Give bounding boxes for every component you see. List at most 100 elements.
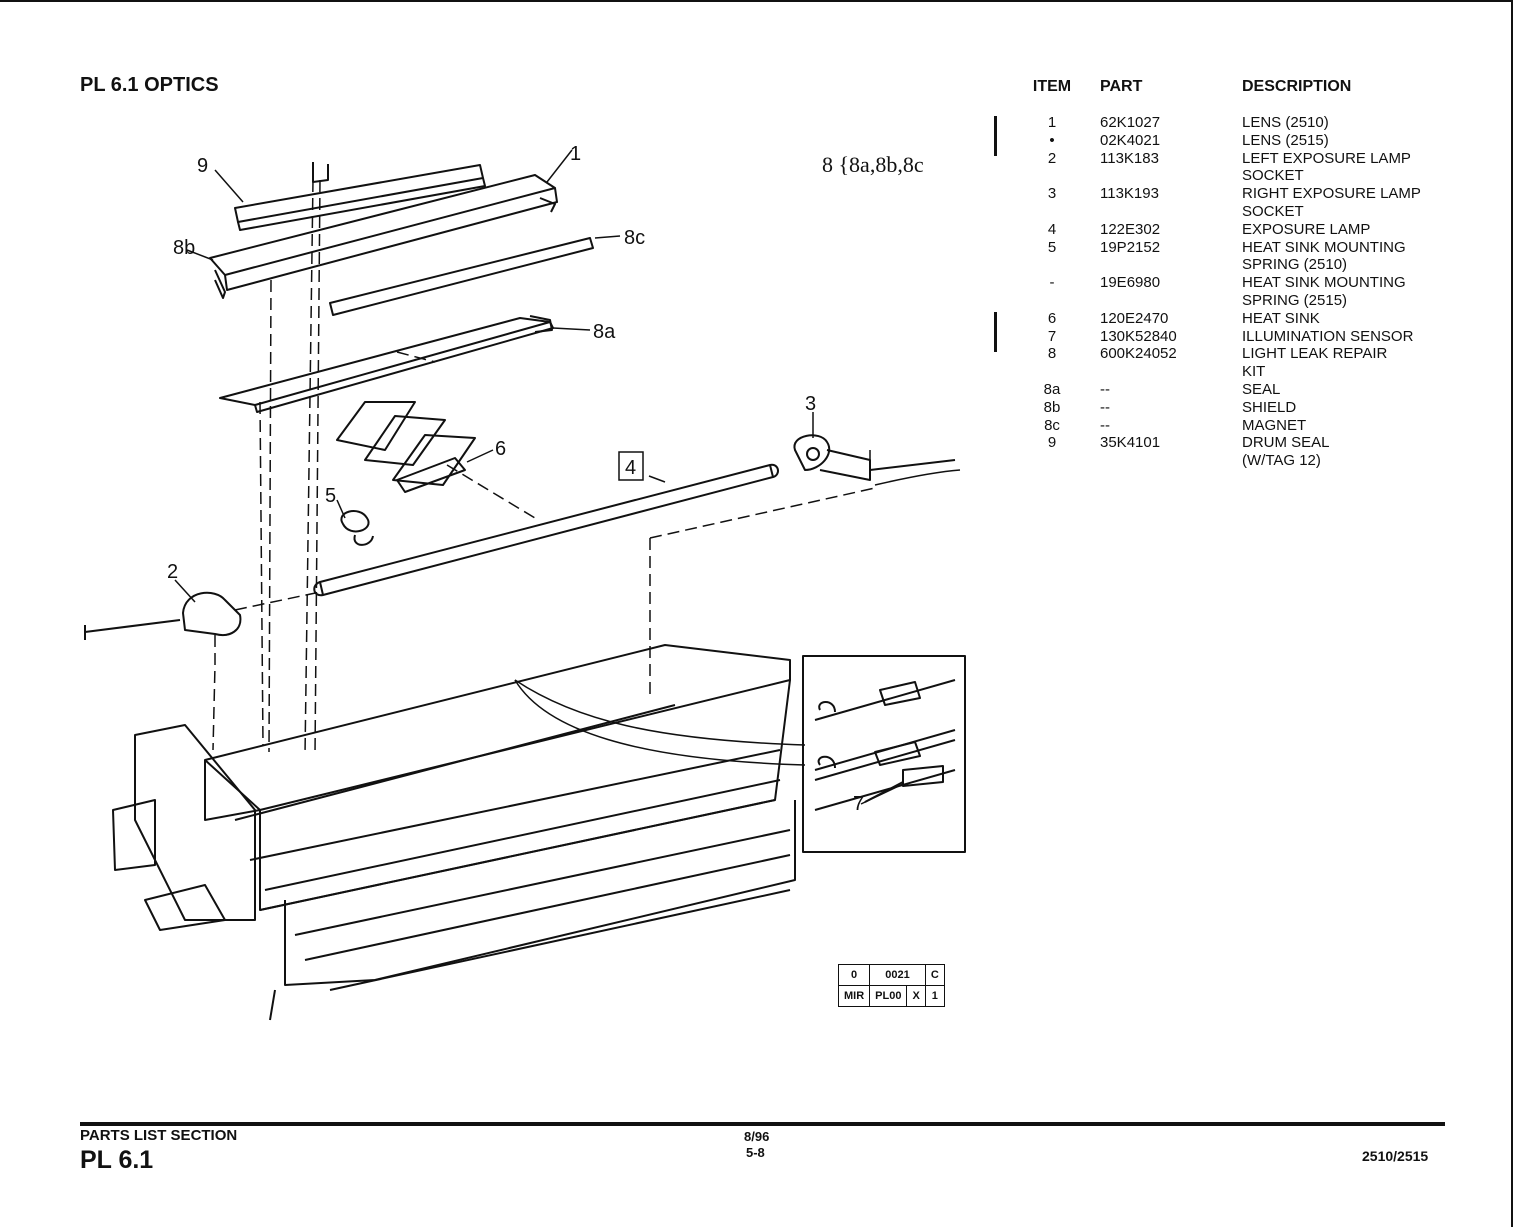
- row-item: 2: [1047, 149, 1057, 167]
- top-border-rule: [0, 0, 1513, 2]
- table-row: 5 19P2152 HEAT SINK MOUNTING SPRING (2510): [1030, 239, 1470, 275]
- row-item: 4: [1047, 220, 1057, 238]
- footer-model: 2510/2515: [1362, 1148, 1429, 1164]
- assembly-lines: [212, 179, 876, 756]
- row-part: 120E2470: [1100, 309, 1169, 327]
- kit-contents-label: 8 {8a,8b,8c: [822, 152, 924, 177]
- row-description: EXPOSURE LAMP: [1242, 220, 1371, 238]
- row-description: HEAT SINK: [1242, 309, 1320, 327]
- row-item: 8c: [1044, 416, 1060, 434]
- table-row: 9 35K4101 DRUM SEAL (W/TAG 12): [1030, 434, 1470, 470]
- row-description: HEAT SINK MOUNTING SPRING (2515): [1242, 274, 1406, 309]
- footer-rule: [80, 1122, 1445, 1126]
- header-item: ITEM: [1032, 78, 1072, 95]
- page-title: PL 6.1 OPTICS: [80, 74, 219, 96]
- row-description: HEAT SINK MOUNTING SPRING (2510): [1242, 238, 1406, 274]
- callout-8a: 8a: [593, 321, 616, 343]
- callout-7: 7: [853, 793, 864, 815]
- row-description: DRUM SEAL (W/TAG 12): [1242, 434, 1330, 470]
- row-item: 8a: [1043, 380, 1061, 398]
- row-item: 6: [1047, 309, 1057, 327]
- revision-cell: X: [906, 985, 926, 1007]
- table-header: ITEM PART DESCRIPTION: [1030, 78, 1470, 114]
- right-border-rule: [1511, 0, 1513, 1227]
- row-part: 600K24052: [1100, 345, 1177, 363]
- row-description: SHIELD: [1242, 398, 1297, 416]
- exposure-lamp-part: [313, 463, 779, 597]
- callout-9: 9: [197, 155, 208, 177]
- row-item: 8: [1047, 345, 1057, 363]
- row-part: 02K4021: [1100, 131, 1161, 149]
- row-item: 9: [1047, 434, 1057, 452]
- table-row: 8b -- SHIELD: [1030, 399, 1470, 417]
- callout-2: 2: [167, 561, 178, 583]
- row-item: 5: [1047, 238, 1057, 256]
- row-part: 35K4101: [1100, 434, 1161, 452]
- left-lamp-socket-part: [84, 591, 242, 640]
- callout-1: 1: [570, 143, 581, 165]
- heat-sink-part: [336, 401, 476, 493]
- row-part: 113K193: [1100, 185, 1159, 203]
- optics-exploded-diagram: 9 1 8b 8c 8a 3 6 4 5 2 7: [84, 143, 966, 1021]
- revision-bar: [994, 133, 997, 156]
- row-item: -: [1049, 274, 1055, 292]
- row-item: 8b: [1043, 398, 1061, 416]
- row-description: SEAL: [1242, 380, 1281, 398]
- revision-cell: 0: [837, 964, 871, 986]
- header-part: PART: [1100, 78, 1143, 95]
- row-part: --: [1100, 380, 1110, 398]
- revision-cell: MIR: [837, 985, 871, 1007]
- scanner-chassis-part: [112, 644, 796, 1021]
- callout-8c: 8c: [624, 227, 645, 249]
- lens-shield-part: [209, 174, 558, 299]
- row-part: 19E6980: [1100, 274, 1161, 292]
- revision-row-2: MIR PL00 X 1: [837, 985, 945, 1007]
- spring-part: [340, 510, 374, 546]
- row-part: --: [1100, 416, 1110, 434]
- table-row: 4 122E302 EXPOSURE LAMP: [1030, 221, 1470, 239]
- row-part: 62K1027: [1100, 114, 1161, 131]
- revision-bar: [994, 329, 997, 352]
- revision-cell: 0021: [869, 964, 926, 986]
- row-part: 122E302: [1100, 220, 1161, 238]
- row-item: 3: [1047, 185, 1057, 203]
- revision-row-1: 0 0021 C: [837, 964, 945, 986]
- callout-8b: 8b: [173, 237, 195, 259]
- footer-section-title: PARTS LIST SECTION: [80, 1127, 238, 1144]
- table-row: 8c -- MAGNET: [1030, 417, 1470, 435]
- row-part: --: [1100, 398, 1110, 416]
- row-item: 7: [1047, 327, 1057, 345]
- row-part: 113K183: [1100, 149, 1159, 167]
- callout-4: 4: [625, 457, 636, 479]
- table-row: 8a -- SEAL: [1030, 381, 1470, 399]
- footer-date: 8/96: [744, 1129, 770, 1144]
- callout-6: 6: [495, 438, 506, 460]
- row-item: •: [1049, 131, 1055, 149]
- revision-cell: PL00: [869, 985, 908, 1007]
- footer-page-number: 5-8: [746, 1145, 765, 1160]
- row-description: LENS (2510): [1242, 114, 1329, 131]
- row-part: 130K52840: [1100, 327, 1177, 345]
- revision-bar: [994, 311, 997, 334]
- callout-leaders: [174, 149, 904, 805]
- row-description: MAGNET: [1242, 416, 1307, 434]
- sensor-inset: [802, 655, 966, 853]
- callout-5: 5: [325, 485, 336, 507]
- row-part: 19P2152: [1100, 238, 1161, 256]
- revision-cell: C: [924, 964, 945, 986]
- revision-bar: [994, 116, 997, 138]
- table-row: - 19E6980 HEAT SINK MOUNTING SPRING (2515): [1030, 274, 1470, 310]
- callout-3: 3: [805, 393, 816, 415]
- seal-part: [219, 315, 554, 413]
- table-row: 6 120E2470 HEAT SINK: [994, 309, 1470, 334]
- footer-pl-number: PL 6.1: [80, 1146, 154, 1174]
